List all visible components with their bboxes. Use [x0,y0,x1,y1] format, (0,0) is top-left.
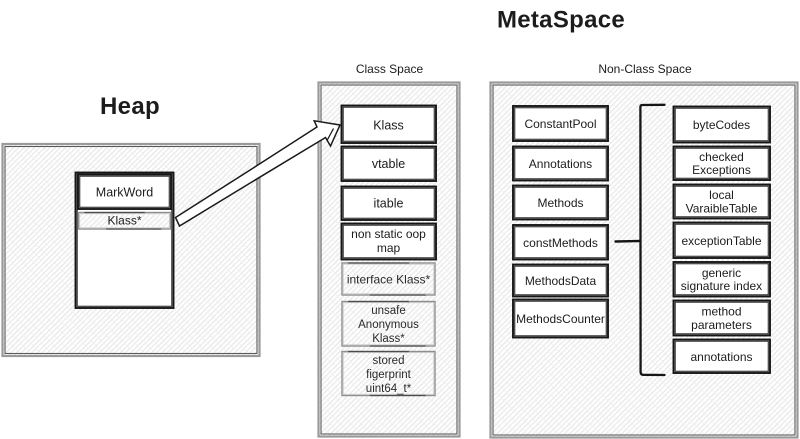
svg-text:Klass: Klass [373,119,404,133]
svg-text:figerprint: figerprint [366,369,412,381]
svg-text:generic: generic [702,266,741,280]
svg-text:local: local [709,188,734,202]
svg-text:Class Space: Class Space [356,62,424,76]
svg-text:Annotations: Annotations [529,157,592,171]
svg-text:Klass*: Klass* [107,214,141,228]
svg-text:MarkWord: MarkWord [96,186,153,200]
svg-text:Methods: Methods [537,196,583,210]
svg-text:MethodsData: MethodsData [525,274,597,288]
svg-text:vtable: vtable [372,157,405,171]
svg-text:parameters: parameters [691,318,752,332]
svg-text:checked: checked [699,150,744,164]
svg-text:stored: stored [373,355,405,367]
svg-text:MethodsCounter: MethodsCounter [516,312,605,326]
svg-text:byteCodes: byteCodes [693,118,750,132]
svg-text:Klass*: Klass* [372,333,405,345]
svg-text:unsafe: unsafe [371,305,406,317]
svg-text:signature index: signature index [681,279,762,293]
svg-text:Exceptions: Exceptions [692,163,751,177]
svg-text:annotations: annotations [690,350,752,364]
svg-text:interface Klass*: interface Klass* [347,273,431,287]
svg-text:Heap: Heap [100,93,160,120]
svg-text:non static oop: non static oop [351,227,426,241]
svg-text:map: map [377,241,401,255]
svg-text:Non-Class Space: Non-Class Space [598,62,692,76]
svg-text:VaraibleTable: VaraibleTable [686,201,758,215]
svg-text:itable: itable [374,197,404,211]
svg-text:uint64_t*: uint64_t* [366,383,412,395]
svg-text:Anonymous: Anonymous [358,319,419,331]
svg-text:ConstantPool: ConstantPool [524,117,596,131]
svg-text:exceptionTable: exceptionTable [681,234,761,248]
svg-text:constMethods: constMethods [523,236,598,250]
svg-text:method: method [701,305,741,319]
svg-text:MetaSpace: MetaSpace [497,7,625,34]
